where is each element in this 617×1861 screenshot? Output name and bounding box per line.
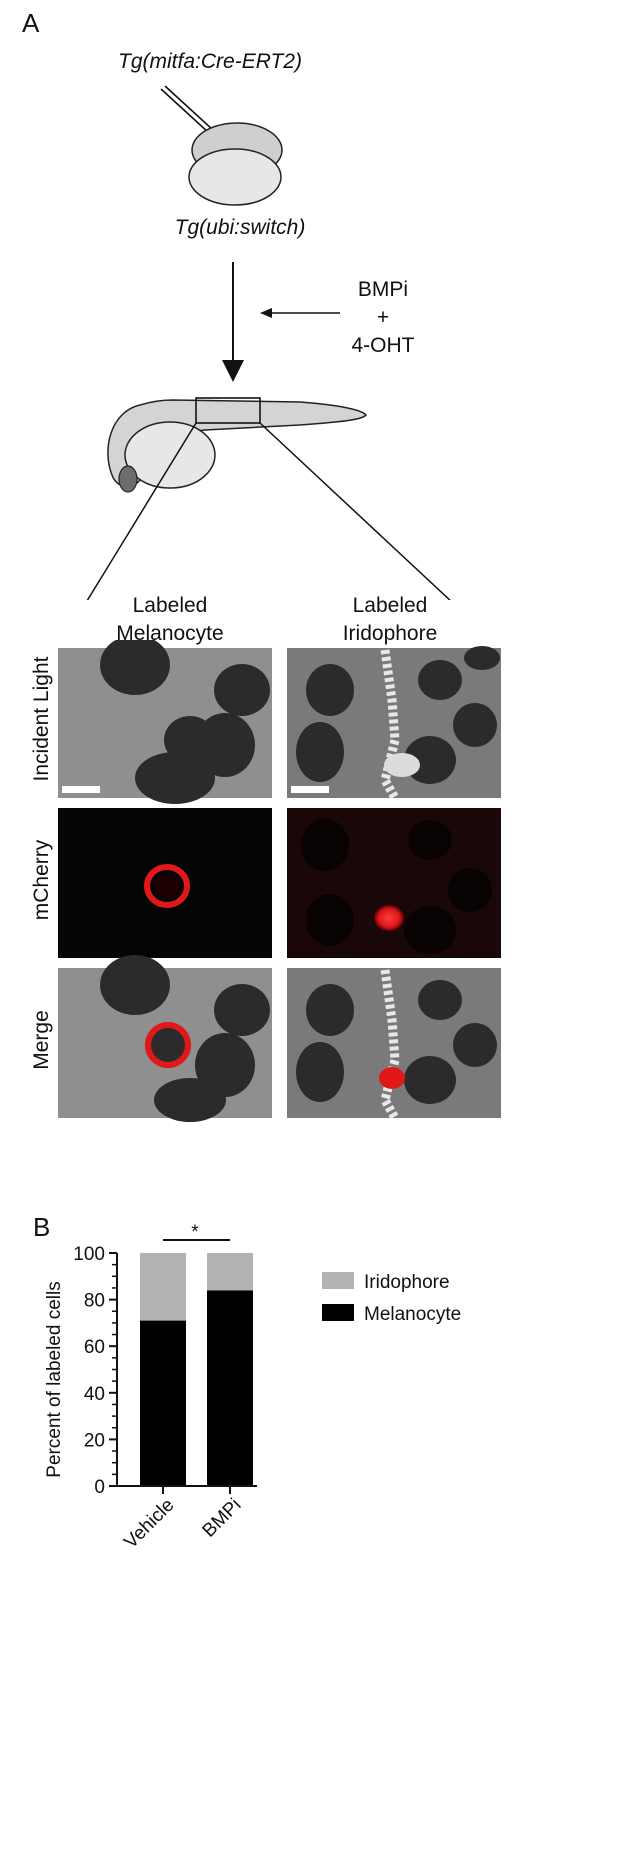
column-header-line-1: Labeled bbox=[352, 594, 428, 617]
y-tick-label: 60 bbox=[84, 1337, 105, 1358]
down-arrow bbox=[222, 262, 244, 382]
image-incident-light-melanocyte bbox=[58, 640, 272, 804]
column-header-iridophore: Labeled Iridophore bbox=[310, 592, 470, 648]
image-incident-light-iridophore bbox=[287, 646, 501, 801]
y-axis-label: Percent of labeled cells bbox=[44, 1281, 65, 1477]
microscopy-grid bbox=[58, 640, 501, 1122]
scale-bar bbox=[62, 786, 100, 793]
significance-star: * bbox=[191, 1222, 199, 1243]
legend-swatch-iridophore bbox=[322, 1272, 354, 1289]
y-tick-label: 40 bbox=[84, 1384, 105, 1405]
panel-b-letter: B bbox=[33, 1212, 51, 1242]
y-tick-label: 0 bbox=[94, 1477, 105, 1498]
zoom-box bbox=[195, 397, 261, 424]
image-merge-melanocyte bbox=[58, 955, 272, 1122]
panel-a-diagram bbox=[86, 85, 451, 600]
treatment-line-3: 4-OHT bbox=[351, 334, 415, 357]
legend-label-iridophore: Iridophore bbox=[364, 1272, 450, 1293]
larva-fish bbox=[86, 397, 451, 600]
treatment-arrow bbox=[260, 308, 340, 318]
legend-label-melanocyte: Melanocyte bbox=[364, 1304, 461, 1325]
transgene-injected-label: Tg(mitfa:Cre-ERT2) bbox=[118, 50, 302, 73]
column-header-line-2: Iridophore bbox=[342, 622, 438, 645]
bar-melanocyte-vehicle bbox=[140, 1320, 186, 1486]
image-mcherry-iridophore bbox=[287, 808, 501, 958]
scale-bar bbox=[291, 786, 329, 793]
legend-swatch-melanocyte bbox=[322, 1304, 354, 1321]
transgene-host-label: Tg(ubi:switch) bbox=[174, 216, 306, 239]
y-tick-label: 100 bbox=[73, 1244, 105, 1265]
panel-a-letter: A bbox=[22, 8, 40, 38]
y-tick-label: 80 bbox=[84, 1291, 105, 1312]
bar-melanocyte-bmpi bbox=[207, 1290, 253, 1486]
embryo-disc bbox=[188, 122, 283, 206]
image-mcherry-melanocyte bbox=[58, 808, 272, 958]
column-header-line-1: Labeled bbox=[132, 594, 208, 617]
bar-iridophore-bmpi bbox=[207, 1253, 253, 1291]
x-tick-label: Vehicle bbox=[120, 1495, 178, 1553]
injection-needle bbox=[160, 85, 214, 134]
x-tick-label: BMPi bbox=[199, 1495, 246, 1542]
y-tick-label: 20 bbox=[84, 1430, 105, 1451]
treatment-line-2: + bbox=[376, 306, 390, 329]
bar-iridophore-vehicle bbox=[140, 1253, 186, 1321]
treatment-line-1: BMPi bbox=[357, 278, 409, 301]
treatment-label: BMPi + 4-OHT bbox=[343, 276, 423, 360]
image-merge-iridophore bbox=[287, 968, 501, 1121]
